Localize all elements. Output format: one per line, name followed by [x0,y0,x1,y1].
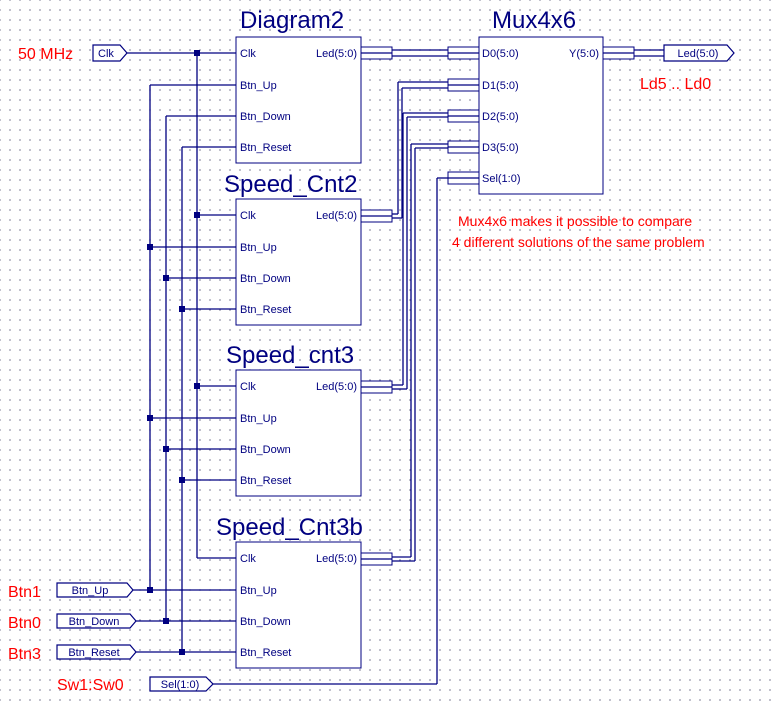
junction-dot [179,306,185,312]
pin-clk: Clk [240,48,256,60]
pin-y: Y(5:0) [569,48,599,60]
port-label: Led(5:0) [678,48,719,60]
port-label: Btn_Down [69,616,120,628]
wires [126,49,664,685]
block-body[interactable] [235,369,362,497]
annotation-note-line1: Mux4x6 makes it possible to compare [458,213,692,229]
port-btn-reset[interactable]: Btn_Reset [56,644,137,660]
port-sel[interactable]: Sel(1:0) [149,676,214,692]
port-btn-down[interactable]: Btn_Down [56,613,137,629]
annotation-leds: Ld5 .. Ld0 [640,76,711,93]
pin-d2: D2(5:0) [482,111,519,123]
block-diagram2[interactable]: Diagram2 Clk Btn_Up Btn_Down Btn_Reset L… [235,7,393,164]
block-title: Speed_cnt3 [226,342,354,369]
pin-btn-reset: Btn_Reset [240,142,291,154]
port-led-out[interactable]: Led(5:0) [663,44,735,62]
block-body[interactable] [235,541,362,669]
pin-clk: Clk [240,553,256,565]
junction-dot [147,415,153,421]
annotation-btn3: Btn3 [8,646,41,663]
pin-d1: D1(5:0) [482,80,519,92]
pin-btn-up: Btn_Up [240,242,277,254]
annotation-btn0: Btn0 [8,615,41,632]
pin-d3: D3(5:0) [482,142,519,154]
pin-led: Led(5:0) [316,48,357,60]
junction-dot [147,587,153,593]
pin-btn-reset: Btn_Reset [240,304,291,316]
block-speed-cnt3[interactable]: Speed_cnt3 Clk Btn_Up Btn_Down Btn_Reset… [226,342,393,497]
port-label: Sel(1:0) [161,679,200,691]
pin-btn-down: Btn_Down [240,444,291,456]
port-label: Btn_Up [72,585,109,597]
junction-dot [147,244,153,250]
pin-btn-up: Btn_Up [240,585,277,597]
block-mux4x6[interactable]: Mux4x6 D0(5:0) D1(5:0) D2(5:0) D3(5:0) S… [447,7,635,195]
junction-dot [163,446,169,452]
port-label: Btn_Reset [68,647,119,659]
block-body[interactable] [235,198,362,326]
annotation-btn1: Btn1 [8,584,41,601]
pin-btn-reset: Btn_Reset [240,647,291,659]
junctions [147,50,200,655]
pin-led: Led(5:0) [316,381,357,393]
junction-dot [194,212,200,218]
block-speed-cnt3b[interactable]: Speed_Cnt3b Clk Btn_Up Btn_Down Btn_Rese… [216,514,393,669]
block-title: Diagram2 [240,7,344,34]
pin-btn-down: Btn_Down [240,111,291,123]
block-title: Speed_Cnt2 [224,171,357,198]
block-body[interactable] [235,36,362,164]
annotation-switches: Sw1:Sw0 [57,677,124,694]
annotation-clock: 50 MHz [18,46,73,63]
pin-led: Led(5:0) [316,210,357,222]
block-title: Mux4x6 [492,7,576,34]
port-label: Clk [98,48,114,60]
junction-dot [163,618,169,624]
port-btn-up[interactable]: Btn_Up [56,582,134,598]
pin-clk: Clk [240,381,256,393]
block-body[interactable] [478,36,604,195]
pin-btn-down: Btn_Down [240,616,291,628]
pin-btn-up: Btn_Up [240,413,277,425]
pin-btn-up: Btn_Up [240,80,277,92]
junction-dot [194,383,200,389]
block-speed-cnt2[interactable]: Speed_Cnt2 Clk Btn_Up Btn_Down Btn_Reset… [224,171,393,326]
junction-dot [163,275,169,281]
pin-clk: Clk [240,210,256,222]
junction-dot [194,50,200,56]
junction-dot [179,649,185,655]
pin-sel: Sel(1:0) [482,173,521,185]
pin-btn-down: Btn_Down [240,273,291,285]
block-title: Speed_Cnt3b [216,514,363,541]
pin-d0: D0(5:0) [482,48,519,60]
annotation-note-line2: 4 different solutions of the same proble… [452,234,705,250]
pin-btn-reset: Btn_Reset [240,475,291,487]
junction-dot [179,477,185,483]
port-clk[interactable]: Clk [92,44,128,62]
pin-led: Led(5:0) [316,553,357,565]
